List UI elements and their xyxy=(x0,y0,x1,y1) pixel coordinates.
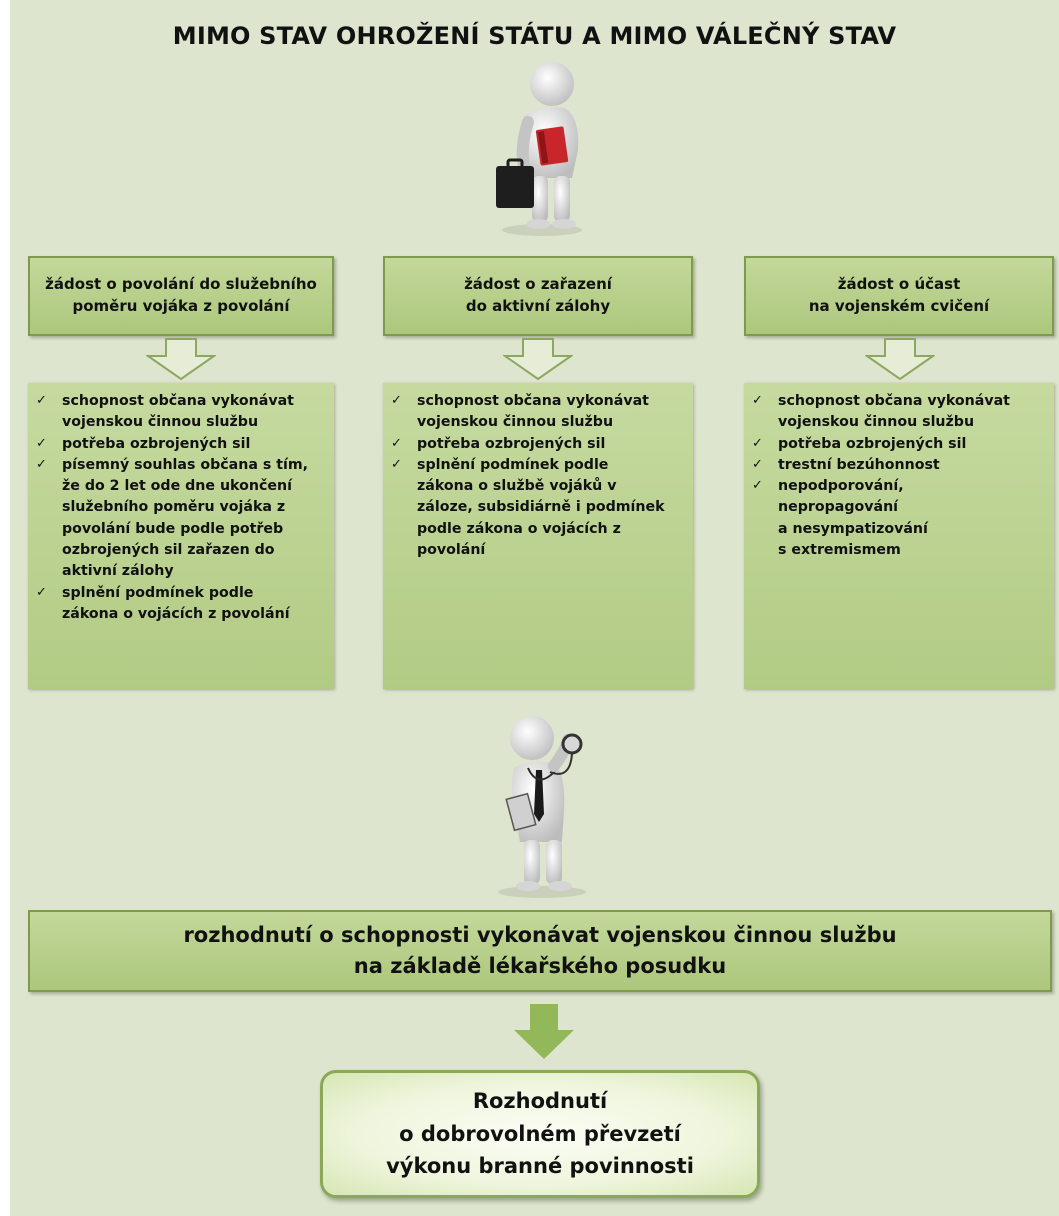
businessman-icon xyxy=(496,62,582,236)
down-arrow-icon xyxy=(514,1004,574,1059)
decision-box: rozhodnutí o schopnosti vykonávat vojens… xyxy=(28,910,1052,992)
column-3-header: žádost o účast na vojenském cvičení xyxy=(744,256,1054,336)
column-2-header: žádost o zařazení do aktivní zálohy xyxy=(383,256,693,336)
column-1-requirements: schopnost občana vykonávat vojenskou čin… xyxy=(28,383,334,689)
list-item: schopnost občana vykonávat vojenskou čin… xyxy=(387,391,683,434)
diagram-title: MIMO STAV OHROŽENÍ STÁTU A MIMO VÁLEČNÝ … xyxy=(172,22,897,50)
list-item: trestní bezúhonnost xyxy=(748,455,1044,476)
diagram-canvas: MIMO STAV OHROŽENÍ STÁTU A MIMO VÁLEČNÝ … xyxy=(10,0,1059,1216)
down-arrow-icon xyxy=(146,338,216,380)
column-1-header-text: žádost o povolání do služebního poměru v… xyxy=(45,275,317,315)
doctor-icon xyxy=(498,716,586,898)
list-item: potřeba ozbrojených sil xyxy=(32,434,324,455)
down-arrow-icon xyxy=(503,338,573,380)
final-decision-box: Rozhodnutí o dobrovolném převzetí výkonu… xyxy=(320,1070,760,1198)
list-item: splnění podmínek podle zákona o vojácích… xyxy=(32,583,324,626)
column-2-header-text: žádost o zařazení do aktivní zálohy xyxy=(464,275,612,315)
list-item: písemný souhlas občana s tím, že do 2 le… xyxy=(32,455,324,583)
list-item: splnění podmínek podle zákona o službě v… xyxy=(387,455,683,561)
list-item: potřeba ozbrojených sil xyxy=(387,434,683,455)
column-2-requirements: schopnost občana vykonávat vojenskou čin… xyxy=(383,383,693,689)
list-item: nepodporování, nepropagování a nesympati… xyxy=(748,476,1044,561)
decision-text: rozhodnutí o schopnosti vykonávat vojens… xyxy=(183,922,897,979)
column-1-header: žádost o povolání do služebního poměru v… xyxy=(28,256,334,336)
list-item: potřeba ozbrojených sil xyxy=(748,434,1044,455)
down-arrow-icon xyxy=(865,338,935,380)
column-3-header-text: žádost o účast na vojenském cvičení xyxy=(808,275,990,315)
final-decision-text: Rozhodnutí o dobrovolném převzetí výkonu… xyxy=(386,1089,694,1179)
list-item: schopnost občana vykonávat vojenskou čin… xyxy=(748,391,1044,434)
list-item: schopnost občana vykonávat vojenskou čin… xyxy=(32,391,324,434)
column-3-requirements: schopnost občana vykonávat vojenskou čin… xyxy=(744,383,1054,689)
